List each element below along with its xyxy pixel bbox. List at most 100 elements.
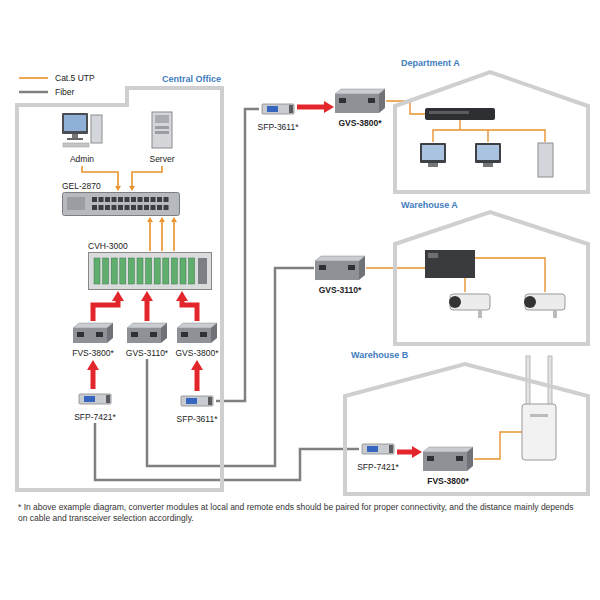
connector [93, 291, 124, 321]
camera-lens [449, 296, 461, 308]
sfp-latch [389, 445, 393, 453]
monitor [475, 143, 501, 163]
camera-bracket [553, 310, 557, 318]
sfp-label [186, 398, 197, 404]
converter-side [379, 89, 385, 113]
port [144, 205, 149, 210]
arrowhead [115, 186, 121, 191]
utp-wire [487, 130, 488, 142]
converter-side [161, 323, 167, 343]
converter-port [200, 332, 207, 337]
device-label-row: GVS-3800* [174, 345, 220, 358]
connector [141, 291, 153, 321]
conv-icon [127, 322, 167, 344]
device-label-row: Server [142, 151, 182, 164]
chassis-slot [189, 258, 195, 284]
conv-icon [177, 322, 217, 344]
building-shape [393, 200, 592, 346]
converter-side [359, 256, 365, 280]
connector [95, 423, 359, 480]
converter-front [423, 452, 467, 471]
monitor-stand [72, 134, 78, 138]
device-node: GVS-3110* [122, 322, 172, 358]
device-panel [429, 111, 469, 114]
device-label-row: CVH-3000 [88, 238, 212, 251]
connector-line [93, 299, 118, 321]
port [92, 205, 97, 210]
keyboard [63, 143, 89, 147]
legend-text: Fiber [55, 87, 74, 97]
sfp-body [79, 394, 111, 404]
arrowhead [129, 186, 135, 191]
converter-top [177, 323, 217, 328]
converter-front [335, 94, 379, 113]
conv-icon [315, 255, 365, 281]
switch-body [63, 193, 180, 216]
building-outline: Warehouse A [393, 200, 592, 346]
port [99, 197, 104, 202]
building-heading: Warehouse A [401, 200, 458, 211]
server-tower [152, 112, 172, 148]
connector-line [397, 450, 414, 455]
arrowhead [171, 217, 177, 222]
device-label-row: GVS-3110* [310, 282, 370, 295]
arrowhead [176, 291, 188, 301]
arrowhead [87, 360, 99, 370]
utp-wire [474, 432, 522, 459]
connector [191, 360, 203, 391]
connector-line [147, 268, 314, 466]
server-drive [155, 131, 169, 134]
camera-lens [524, 296, 536, 308]
switch-panel [67, 197, 85, 210]
device-label: SFP-7421* [357, 462, 399, 472]
port [164, 205, 169, 210]
chassis-slot [180, 258, 186, 284]
chassis-slot [154, 258, 160, 284]
legend: Cat.5 UTPFiber [18, 68, 95, 96]
converter-port [427, 456, 434, 461]
sfp-latch [208, 397, 212, 405]
legend-row: Fiber [18, 82, 95, 96]
device-node: FVS-3800* [418, 446, 478, 486]
building-shape [343, 350, 592, 496]
power-module [198, 258, 207, 284]
device-label: GEL-2870 [62, 181, 101, 191]
converter-front [177, 328, 211, 343]
port [118, 205, 123, 210]
device-label-row: Admin [60, 151, 104, 164]
converter-side [467, 447, 473, 471]
connector [176, 291, 197, 321]
connector-line [132, 166, 162, 187]
converter-top [127, 323, 167, 328]
chassis-icon [88, 252, 212, 290]
connector-line [91, 368, 96, 389]
converter-port [339, 98, 346, 103]
port [157, 205, 162, 210]
sfp-latch [106, 395, 110, 403]
nvr-box [425, 250, 475, 278]
converter-port [77, 332, 84, 337]
legend-line [18, 72, 50, 84]
device-node: GVS-3110* [310, 255, 370, 295]
sfp-body [262, 104, 294, 114]
device-label: Admin [70, 154, 94, 164]
chassis-slot [137, 258, 143, 284]
arrowhead [191, 360, 203, 370]
utp-wire [464, 278, 465, 292]
port [131, 205, 136, 210]
connector [147, 217, 153, 251]
network-device [425, 108, 495, 120]
device-label-row: SFP-3611* [257, 119, 300, 132]
building-wall [395, 72, 588, 192]
device-label-row: GVS-3800* [330, 115, 390, 128]
building-outline: Central OfficeAdminServerGEL-2870CVH-300… [15, 70, 225, 492]
connector [397, 446, 422, 458]
access-point-panel [530, 414, 548, 417]
nvr-panel [428, 253, 438, 258]
arrowhead [159, 217, 165, 222]
port [99, 205, 104, 210]
screen [422, 145, 444, 160]
converter-side [107, 323, 113, 343]
device-label: GVS-3800* [176, 348, 219, 358]
arrowhead [147, 217, 153, 222]
